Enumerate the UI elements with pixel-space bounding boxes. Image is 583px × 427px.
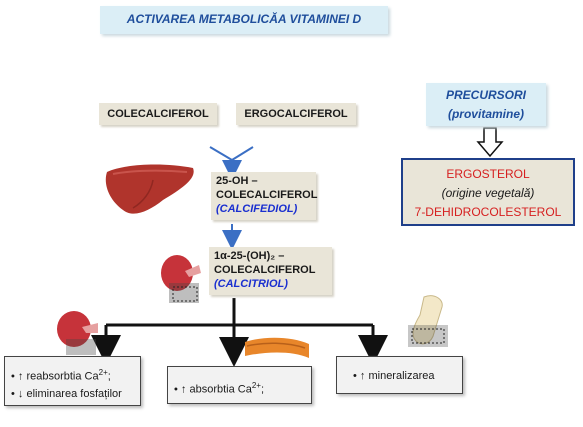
absorption-end: ;	[260, 383, 265, 396]
merge-arrow-left	[209, 146, 233, 161]
page-title: ACTIVAREA METABOLICĂA VITAMINEI D	[100, 6, 388, 34]
intestine-effect-box: • ↑ absorbtia Ca2+;	[167, 366, 312, 404]
mineralization-item: • ↑ mineralizarea	[353, 370, 435, 382]
merge-arrow-right	[231, 146, 254, 161]
reabsorption-text: • ↑ reabsorbtia Ca	[11, 370, 99, 383]
precursor-arrow	[476, 127, 504, 158]
kidney-effect-box: • ↑ reabsorbtia Ca2+; • ↓ eliminarea fos…	[4, 356, 141, 406]
kidney-icon	[161, 255, 201, 303]
ergocalciferol-box: ERGOCALCIFEROL	[236, 103, 356, 125]
plant-origin-label: (origine vegetală)	[441, 186, 535, 200]
precursors-title: PRECURSORI	[445, 88, 526, 102]
calcium-charge-2: 2+	[251, 381, 261, 390]
phosphate-elimination-item: • ↓ eliminarea fosfaților	[11, 387, 122, 400]
reabsorption-item: • ↑ reabsorbtia Ca2+;	[11, 364, 140, 386]
dehydrocholesterol-label: 7-DEHIDROCOLESTEROL	[414, 205, 562, 219]
absorption-text: • ↑ absorbtia Ca	[174, 383, 252, 396]
calcitriol-box: 1α-25-(OH)₂ – COLECALCIFEROL (CALCITRIOL…	[209, 247, 332, 295]
calcifediol-line2: COLECALCIFEROL	[216, 189, 318, 201]
ergosterol-label: ERGOSTEROL	[446, 167, 530, 181]
calcifediol-name: (CALCIFEDIOL)	[216, 203, 298, 215]
bone-effect-box: • ↑ mineralizarea	[336, 356, 463, 394]
precursors-box: PRECURSORI (provitamine)	[426, 83, 546, 126]
calcitriol-line1: 1α-25-(OH)₂ –	[214, 250, 285, 262]
ergocalciferol-label: ERGOCALCIFEROL	[244, 108, 348, 120]
precursors-subtitle: (provitamine)	[447, 107, 524, 121]
calcitriol-name: (CALCITRIOL)	[214, 278, 288, 290]
calcium-charge-1: 2+	[98, 368, 108, 377]
calcifediol-box: 25-OH – COLECALCIFEROL (CALCIFEDIOL)	[211, 172, 318, 220]
colecalciferol-label: COLECALCIFEROL	[107, 108, 209, 120]
absorption-item: • ↑ absorbtia Ca2+;	[174, 378, 311, 398]
calcifediol-line1: 25-OH –	[216, 175, 258, 187]
reabsorption-end: ;	[107, 370, 111, 383]
liver-icon	[105, 164, 194, 214]
ergosterol-box: ERGOSTEROL (origine vegetală) 7-DEHIDROC…	[401, 158, 575, 226]
intestine-icon	[245, 337, 309, 358]
calcitriol-line2: COLECALCIFEROL	[214, 264, 316, 276]
bone-icon	[408, 295, 448, 347]
kidney-effect-icon	[57, 311, 98, 355]
colecalciferol-box: COLECALCIFEROL	[99, 103, 217, 125]
